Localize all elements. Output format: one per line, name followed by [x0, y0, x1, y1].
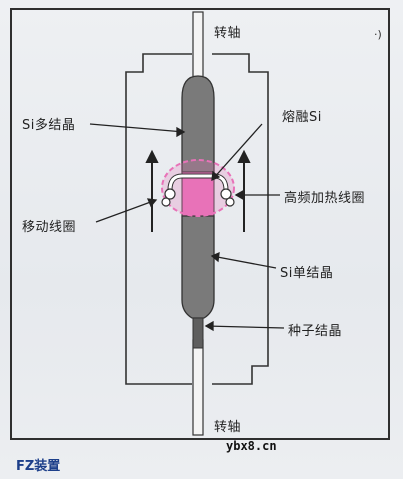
moving-coil-label: 移动线圈 — [22, 220, 77, 235]
single-si-label: Si单结晶 — [280, 266, 334, 281]
chamber-outline — [125, 53, 269, 385]
upward-arrows — [145, 149, 251, 232]
figure-caption: FZ装置 — [16, 459, 61, 474]
poly-si-label: Si多结晶 — [22, 118, 76, 133]
seed-crystal — [192, 317, 204, 349]
melt-zone — [181, 171, 215, 217]
leader-lines — [89, 123, 285, 332]
melt-si-label: 熔融Si — [282, 110, 322, 125]
single-crystal-rod — [181, 215, 215, 319]
bottom-shaft-label: 转轴 — [214, 420, 242, 435]
seed-crystal-label: 种子结晶 — [288, 324, 343, 339]
hf-coil — [161, 173, 235, 207]
top-shaft-label: 转轴 — [214, 26, 242, 41]
watermark: ybx8.cn — [226, 439, 277, 453]
poly-si-rod — [181, 75, 215, 173]
hf-coil-label: 高频加热线圈 — [284, 191, 366, 206]
figure-frame — [10, 8, 390, 440]
corner-mark: ·) — [374, 28, 382, 41]
bottom-shaft — [192, 339, 204, 436]
